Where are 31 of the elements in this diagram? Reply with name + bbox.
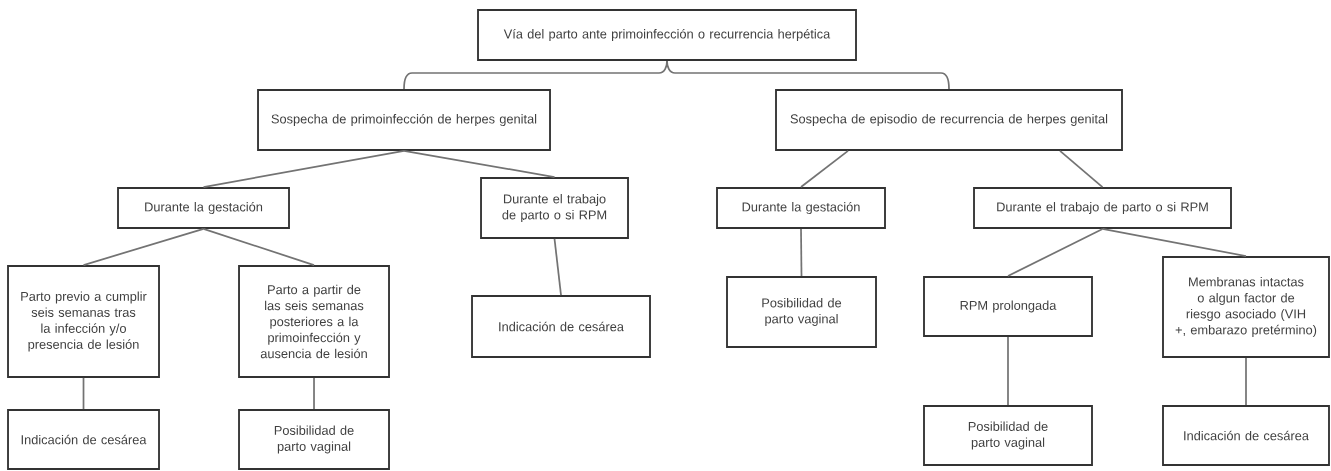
connector-line bbox=[800, 150, 849, 188]
text-box: Sospecha de episodio de recurrencia de herpes genital bbox=[775, 89, 1123, 151]
text-box: Membranas intactas o algun factor de riesgo asociado (VIH +, embarazo pretérmino) bbox=[1162, 256, 1330, 358]
connector-line bbox=[1245, 357, 1247, 406]
text-box: Durante la gestación bbox=[716, 187, 886, 229]
connector-line bbox=[202, 228, 315, 266]
text-box: Indicación de cesárea bbox=[471, 295, 651, 358]
connector-line bbox=[1007, 336, 1009, 406]
text-box: Vía del parto ante primoinfección o recurrencia herpética bbox=[477, 9, 857, 61]
connector-line bbox=[403, 150, 556, 178]
text-box: Posibilidad de parto vaginal bbox=[238, 409, 390, 470]
connector-line bbox=[800, 228, 803, 277]
connector-line bbox=[1059, 150, 1104, 188]
text-box: Parto previo a cumplir seis semanas tras la infección y/o presencia de lesión bbox=[7, 265, 160, 378]
connector-line bbox=[313, 377, 315, 410]
connector-line bbox=[202, 150, 405, 188]
text-box: Indicación de cesárea bbox=[1162, 405, 1330, 466]
text-box: RPM prolongada bbox=[923, 276, 1093, 337]
text-box: Durante la gestación bbox=[117, 187, 290, 229]
connector-line bbox=[82, 377, 85, 410]
text-box: Durante el trabajo de parto o si RPM bbox=[480, 177, 629, 239]
connector-line bbox=[1007, 228, 1104, 277]
text-box: Posibilidad de parto vaginal bbox=[923, 405, 1093, 466]
text-box: Parto a partir de las seis semanas posteriores a la primoinfección y ausencia de lesión bbox=[238, 265, 390, 378]
text-box: Posibilidad de parto vaginal bbox=[726, 276, 877, 348]
connector-line bbox=[82, 228, 205, 266]
text-box: Durante el trabajo de parto o si RPM bbox=[973, 187, 1232, 229]
connector-line bbox=[553, 238, 562, 296]
connector-line bbox=[1101, 228, 1247, 257]
text-box: Sospecha de primoinfección de herpes genital bbox=[257, 89, 551, 151]
text-box: Indicación de cesárea bbox=[7, 409, 160, 470]
